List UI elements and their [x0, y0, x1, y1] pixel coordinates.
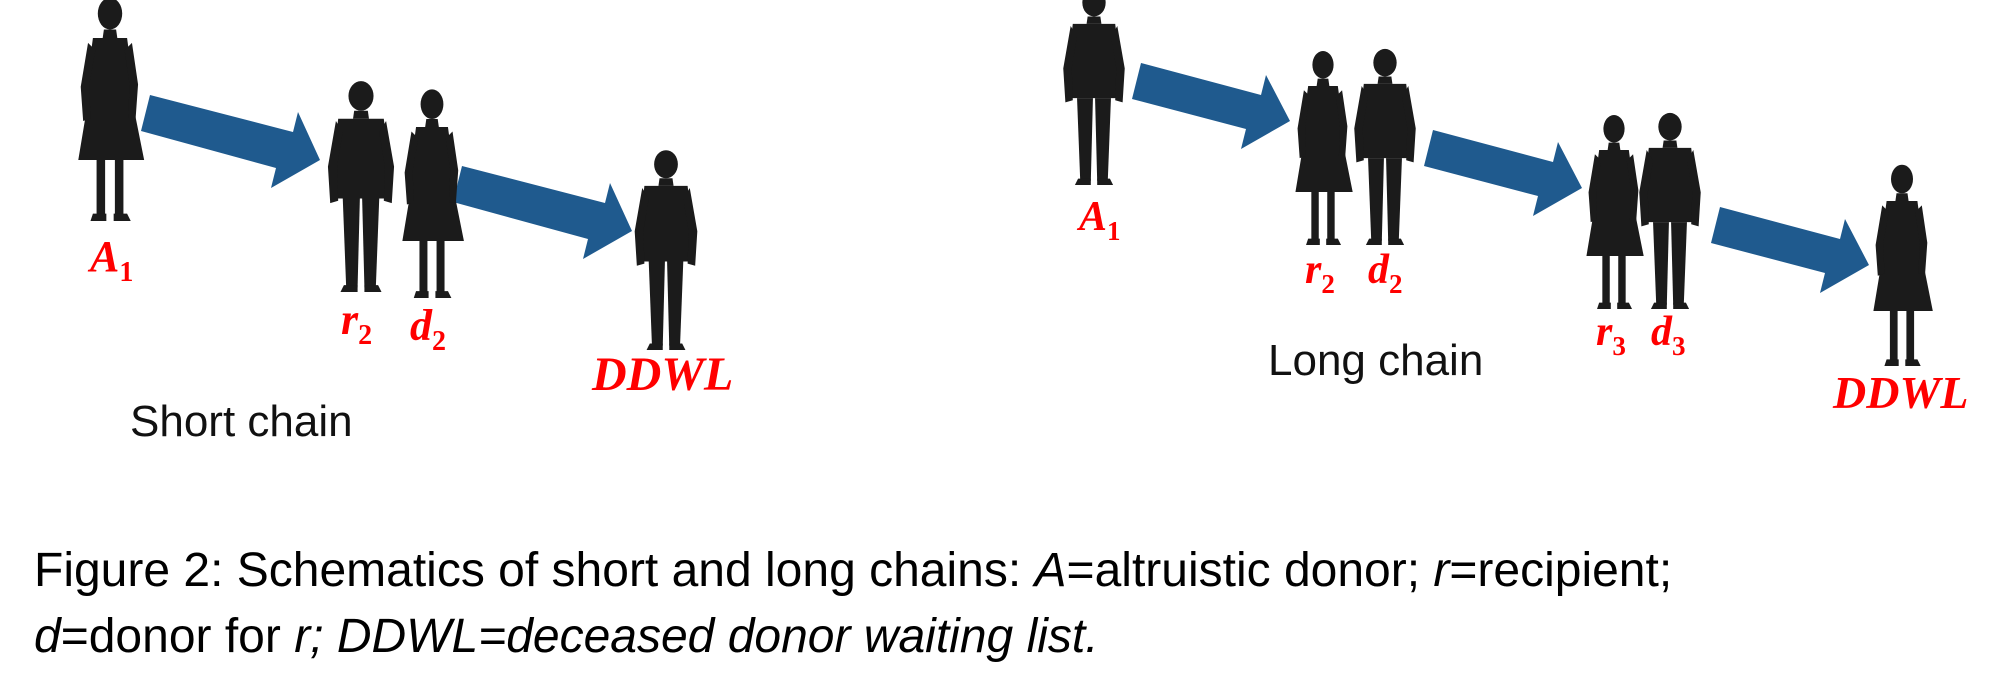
caption-r-variable: r [1433, 544, 1450, 597]
altruistic-donor-a1-silhouette-long [1063, 0, 1125, 186]
figure-caption: Figure 2: Schematics of short and long c… [34, 538, 1994, 670]
altruistic-donor-a1-silhouette [78, 0, 145, 222]
label-r2-long: r2 [1305, 247, 1335, 299]
caption-prefix: Figure 2: Schematics of short and long c… [34, 544, 1035, 597]
label-ddwl: DDWL [591, 348, 733, 401]
caption-d-variable: d [34, 610, 61, 663]
ddwl-patient-silhouette-long [1873, 164, 1933, 366]
recipient-r2-silhouette-long [1295, 51, 1353, 245]
label-a1-long: A1 [1076, 194, 1121, 246]
label-d2: d2 [410, 301, 446, 357]
recipient-r2-silhouette [327, 81, 395, 292]
long-arrow-1 [1132, 63, 1290, 149]
short-arrow-2 [453, 166, 632, 259]
short-chain-diagram: A1 r2 d2 DDWL Short chain [78, 0, 733, 446]
caption-d-definition: =donor for [60, 610, 295, 663]
label-d2-long: d2 [1368, 247, 1403, 299]
caption-r-definition: =recipient; [1449, 544, 1673, 597]
donor-d3-silhouette-long [1639, 112, 1701, 309]
label-ddwl-long: DDWL [1832, 367, 1968, 418]
ddwl-patient-silhouette [634, 150, 698, 350]
caption-a-variable: A [1034, 544, 1067, 597]
donor-d2-silhouette [402, 89, 464, 298]
long-chain-caption: Long chain [1268, 336, 1483, 385]
label-a1: A1 [87, 232, 133, 288]
short-chain-caption: Short chain [130, 397, 353, 446]
caption-a-definition: =altruistic donor; [1066, 544, 1434, 597]
short-arrow-1 [141, 95, 320, 188]
chain-diagram: A1 r2 d2 DDWL Short chain A1 r2 [78, 0, 1968, 446]
label-d3-long: d3 [1651, 309, 1686, 361]
recipient-r3-silhouette-long [1586, 115, 1644, 309]
long-arrow-3 [1711, 207, 1869, 293]
donor-d2-silhouette-long [1354, 48, 1416, 245]
long-arrow-2 [1424, 130, 1582, 216]
label-r2: r2 [341, 295, 372, 351]
label-r3-long: r3 [1596, 309, 1626, 361]
long-chain-diagram: A1 r2 d2 r3 d3 DDWL Long chain [1063, 0, 1968, 418]
caption-tail: r; DDWL=deceased donor waiting list. [294, 610, 1099, 663]
